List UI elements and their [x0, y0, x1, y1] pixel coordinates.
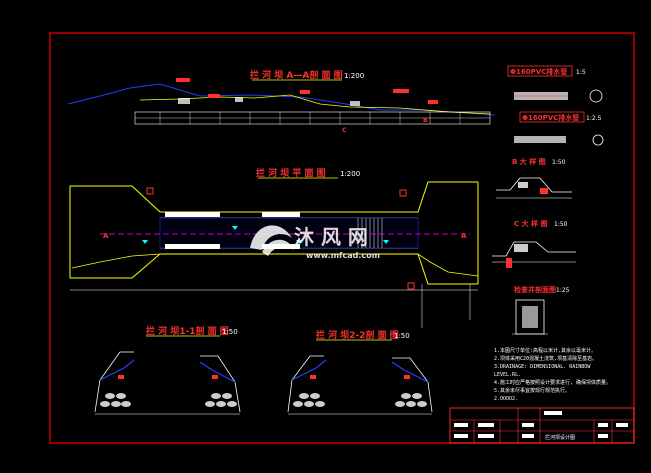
section-a-left-marker: A: [103, 232, 109, 240]
drawing-outer-frame: [49, 32, 635, 444]
plan-title: 拦 河 坝 平 面 图: [256, 167, 326, 179]
detail-pipe-scale: 1:5: [576, 69, 586, 76]
profile-view: 拦 河 坝 A—A剖 面 图 1:200 C B: [67, 69, 496, 134]
section2-scale: 1:50: [394, 332, 410, 340]
svg-text:3.DRAINAGE: DIMENSIONAL. RAINB: 3.DRAINAGE: DIMENSIONAL. RAINBOW: [494, 364, 591, 370]
detail-well-title: 检查井剖面图: [514, 285, 556, 294]
profile-title: 拦 河 坝 A—A剖 面 图: [250, 69, 343, 81]
title-block-drawing-name: 拦河坝设计图: [545, 434, 575, 441]
svg-text:2.OOOO2.: 2.OOOO2.: [494, 396, 518, 402]
plan-view: 拦 河 坝 平 面 图 1:200 A A: [69, 167, 479, 328]
title-block: 拦河坝设计图: [449, 407, 635, 444]
watermark-logo-icon: [250, 225, 294, 256]
section-1-1-view: 拦 河 坝1-1剖 面 图 1:50: [94, 325, 241, 415]
svg-text:5.其余未尽事宜按现行规范执行。: 5.其余未尽事宜按现行规范执行。: [494, 387, 570, 394]
detail-b-title: B 大 样 图: [512, 157, 546, 166]
detail-c-title: C 大 样 图: [514, 219, 547, 228]
detail-pipe-title: Φ160PVC排水管: [510, 67, 567, 76]
plan-scale: 1:200: [340, 170, 360, 178]
svg-text:2.坝体采用C20混凝土浇筑,坝基清除至基岩。: 2.坝体采用C20混凝土浇筑,坝基清除至基岩。: [494, 355, 597, 362]
section-a-right-marker: A: [461, 232, 467, 240]
svg-text:1.本图尺寸单位:高程以米计,其余以毫米计。: 1.本图尺寸单位:高程以米计,其余以毫米计。: [494, 347, 596, 354]
details-column: Φ160PVC排水管 1:5 Φ160PVC排水管 1:2.5 B 大 样 图 …: [492, 65, 604, 335]
profile-ground-line: [139, 94, 491, 115]
detail-b-scale: 1:50: [552, 159, 566, 166]
watermark-brand: 沐 风 网: [294, 225, 368, 249]
general-notes: 1.本图尺寸单位:高程以米计,其余以毫米计。 2.坝体采用C20混凝土浇筑,坝基…: [494, 347, 611, 402]
detail-c-scale: 1:50: [554, 221, 568, 228]
plan-lower-bank: [70, 253, 478, 285]
plan-spillway-hatch: [357, 218, 383, 248]
plan-upper-bank: [70, 181, 478, 213]
detail-well-scale: 1:25: [556, 287, 570, 294]
section2-title: 拦 河 坝2-2剖 面 图: [316, 329, 399, 341]
section1-scale: 1:50: [222, 328, 238, 336]
watermark-url: www.mfcad.com: [306, 251, 380, 260]
section1-title: 拦 河 坝1-1剖 面 图: [146, 325, 229, 337]
svg-text:C: C: [342, 127, 347, 134]
section-2-2-view: 拦 河 坝2-2剖 面 图 1:50: [287, 329, 433, 415]
svg-text:B: B: [423, 117, 428, 124]
profile-scale: 1:200: [344, 72, 364, 80]
svg-text:4.施工时应严格按照设计要求进行, 确保坝体质量。: 4.施工时应严格按照设计要求进行, 确保坝体质量。: [494, 379, 611, 386]
detail-pipe2-title: Φ160PVC排水管: [522, 113, 579, 122]
svg-text:LEVEL.RL.: LEVEL.RL.: [494, 372, 521, 378]
watermark: 沐 风 网 www.mfcad.com: [250, 225, 380, 260]
detail-pipe2-scale: 1:2.5: [586, 115, 602, 122]
